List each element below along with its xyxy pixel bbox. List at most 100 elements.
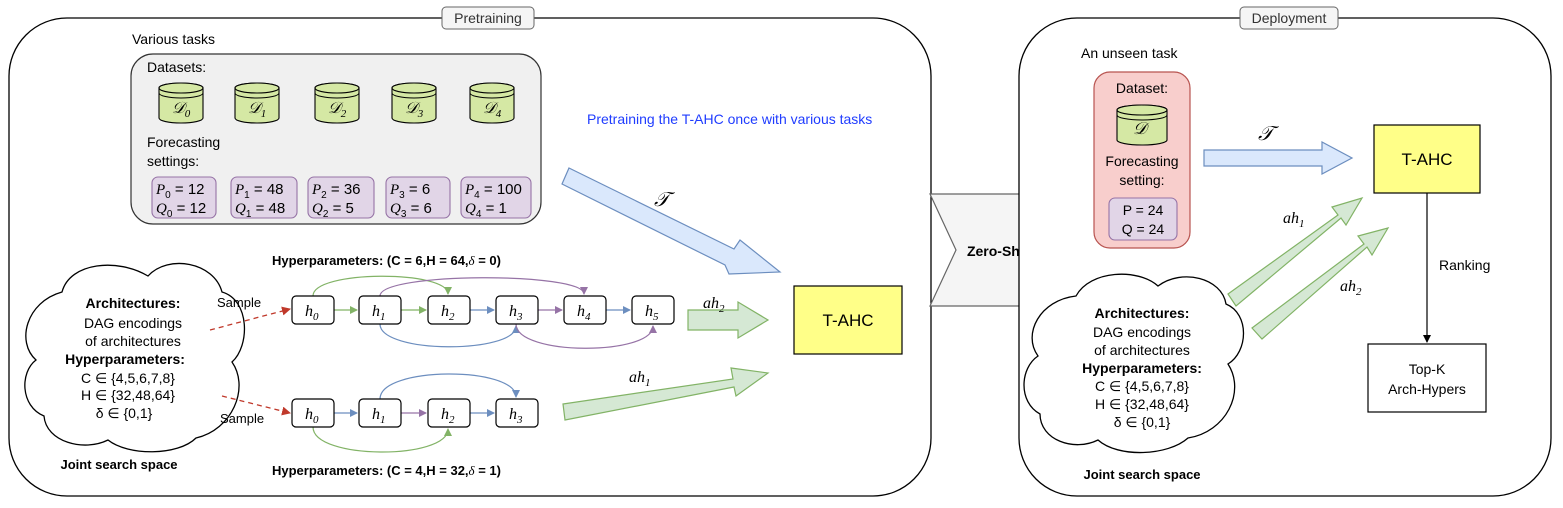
ah2-label: ah2 xyxy=(703,295,725,315)
deploy-ah2-label: ah2 xyxy=(1340,278,1362,298)
setting-box-3: P3 = 6Q3 = 6 xyxy=(385,176,451,220)
setting-box-bg xyxy=(460,176,532,219)
node-box xyxy=(427,398,471,428)
setting-p-4: P4 = 100 xyxy=(464,181,522,201)
cylinder-ring xyxy=(234,92,280,99)
bottom-node-h2: h2 xyxy=(427,398,471,428)
ranking-label: Ranking xyxy=(1439,257,1490,273)
bottom-node-h3: h3 xyxy=(495,398,539,428)
dataset-cylinder-2: 𝒟2 xyxy=(314,82,360,124)
deploy-joint-search-space-label: Joint search space xyxy=(1083,467,1200,482)
node-label: h0 xyxy=(305,303,319,323)
dataset-cylinder-4: 𝒟4 xyxy=(469,82,515,124)
sample-label-bottom: Sample xyxy=(220,411,264,426)
node-box xyxy=(495,398,539,428)
node-label: h1 xyxy=(372,406,386,426)
top-node-h4: h4 xyxy=(563,295,607,325)
setting-p-1: P1 = 48 xyxy=(234,181,284,201)
bottom-node-h1: h1 xyxy=(358,398,402,428)
sample-label-top: Sample xyxy=(217,295,261,310)
tau-arrow xyxy=(561,167,782,275)
setting-q-2: Q2 = 5 xyxy=(312,200,354,220)
cylinder-top xyxy=(234,82,280,94)
joint-search-space-label: Joint search space xyxy=(60,457,177,472)
cylinder-ring xyxy=(158,92,204,99)
edge-top-h3-h5 xyxy=(515,323,657,349)
deployment-title-box xyxy=(1239,6,1339,30)
zero-shot-label: Zero-Shot xyxy=(967,243,1033,259)
forecasting-label: Forecasting xyxy=(147,134,220,150)
dataset-label-0: 𝒟0 xyxy=(172,100,191,120)
edge-top-h1-h4 xyxy=(379,277,588,297)
node-box xyxy=(495,295,539,325)
cloud-architectures: Architectures: xyxy=(86,295,181,311)
tahc-label-pretraining: T-AHC xyxy=(823,311,874,330)
node-box xyxy=(631,295,675,325)
setting-box-bg xyxy=(230,176,298,219)
cloud-hyperparameters: Hyperparameters: xyxy=(65,351,185,367)
hyperparameters-bottom: Hyperparameters: (C = 4,H = 32,δ = 1) xyxy=(272,463,501,478)
dag-nodes-bottom: h0 h1 h2 h3 xyxy=(291,398,539,428)
cylinder-ring xyxy=(314,92,360,99)
deploy-cloud-h: H ∈ {32,48,64} xyxy=(1095,396,1189,412)
various-tasks-label: Various tasks xyxy=(132,31,215,47)
deployment-title: Deployment xyxy=(1252,10,1327,26)
hyperparameters-top: Hyperparameters: (C = 6,H = 64,δ = 0) xyxy=(272,253,501,268)
node-label: h5 xyxy=(645,303,659,323)
deploy-cylinder: 𝒟 xyxy=(1116,104,1168,146)
topk-label-1: Top-K xyxy=(1409,361,1446,377)
setting-q-3: Q3 = 6 xyxy=(390,200,432,220)
cloud-h: H ∈ {32,48,64} xyxy=(81,387,175,403)
dataset-cylinder-3: 𝒟3 xyxy=(391,82,437,124)
deploy-cloud-dag-2: of architectures xyxy=(1094,342,1190,358)
cylinder-top xyxy=(391,82,437,94)
setting-q-0: Q0 = 12 xyxy=(156,200,206,220)
deploy-forecasting-label: Forecasting xyxy=(1105,153,1178,169)
datasets-label: Datasets: xyxy=(147,59,206,75)
dataset-cylinder-1: 𝒟1 xyxy=(234,82,280,124)
deploy-cloud-c: C ∈ {4,5,6,7,8} xyxy=(1095,378,1189,394)
settings-label: settings: xyxy=(147,153,199,169)
deploy-cloud-hyperparameters: Hyperparameters: xyxy=(1082,360,1202,376)
tahc-box-pretraining xyxy=(793,285,903,355)
node-box xyxy=(427,295,471,325)
edge-top-h1-h3 xyxy=(379,323,520,348)
edge-bottom-h1-h3 xyxy=(379,373,520,400)
node-box xyxy=(563,295,607,325)
deploy-cloud-architectures: Architectures: xyxy=(1095,305,1190,321)
node-box xyxy=(358,398,402,428)
sample-arrow-bottom xyxy=(221,395,291,416)
node-label: h2 xyxy=(441,406,455,426)
bottom-node-h0: h0 xyxy=(291,398,335,428)
node-box xyxy=(291,295,335,325)
setting-box-bg xyxy=(151,176,217,219)
setting-q-4: Q4 = 1 xyxy=(465,200,507,220)
dataset-cylinders: 𝒟0 𝒟1 𝒟2 𝒟3 𝒟4 xyxy=(158,82,515,124)
deploy-dataset-cylinder: 𝒟 xyxy=(1116,104,1168,146)
edge-bottom-h0-h2 xyxy=(312,426,452,453)
cylinder-top xyxy=(314,82,360,94)
cylinder-top xyxy=(469,82,515,94)
sample-arrow-top xyxy=(209,306,291,331)
top-node-h0: h0 xyxy=(291,295,335,325)
node-label: h3 xyxy=(509,406,523,426)
deploy-q: Q = 24 xyxy=(1122,221,1165,237)
setting-p-3: P3 = 6 xyxy=(389,181,430,201)
deploy-dataset-symbol: 𝒟 xyxy=(1133,119,1150,138)
cloud-c: C ∈ {4,5,6,7,8} xyxy=(81,370,175,386)
pretraining-note: Pretraining the T-AHC once with various … xyxy=(587,111,872,127)
top-node-h3: h3 xyxy=(495,295,539,325)
cylinder-ring xyxy=(1116,114,1168,121)
cylinder-top xyxy=(158,82,204,94)
ah2-arrow xyxy=(687,300,770,340)
topk-label-2: Arch-Hypers xyxy=(1388,381,1466,397)
deploy-setting-box xyxy=(1108,197,1178,241)
cloud-delta: δ ∈ {0,1} xyxy=(96,405,153,421)
deploy-dataset-label: Dataset: xyxy=(1116,80,1168,96)
